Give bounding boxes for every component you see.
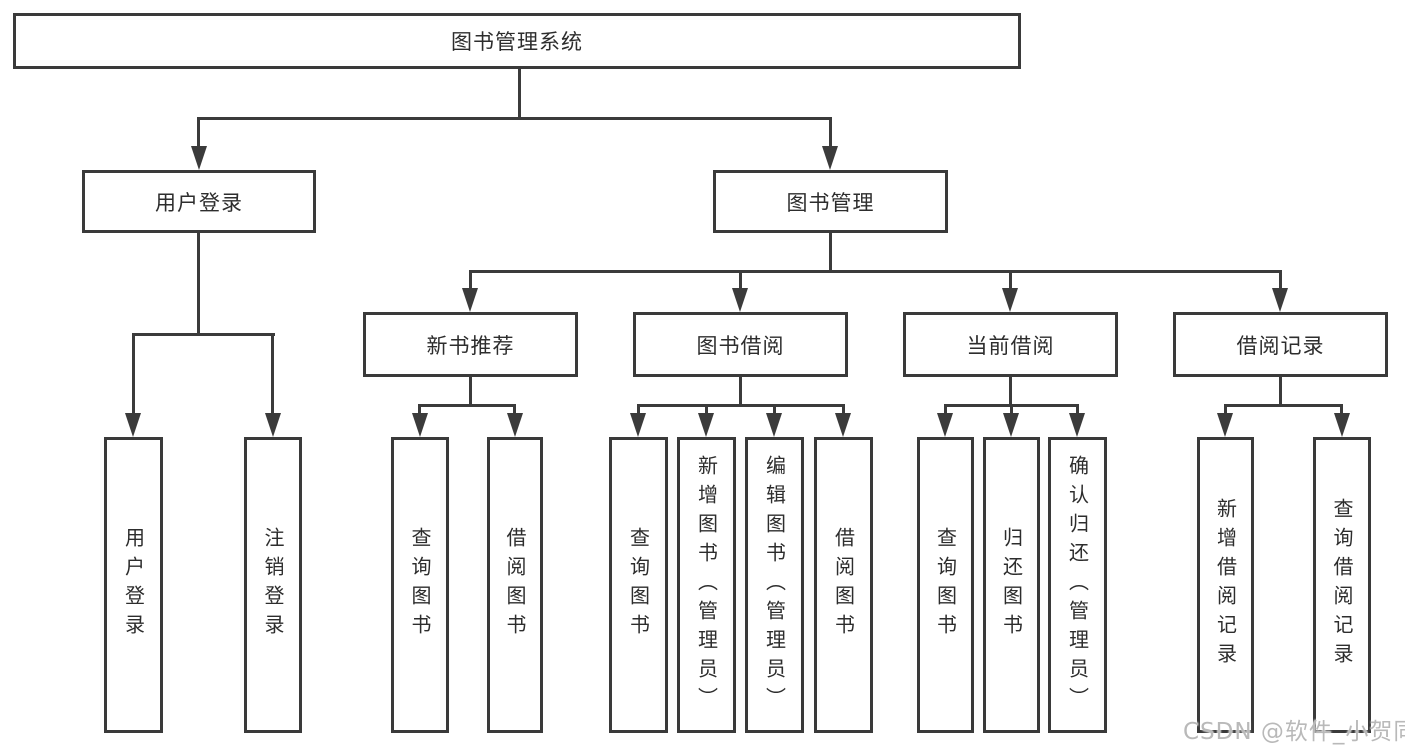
arrow-down-icon bbox=[937, 413, 953, 437]
node-label: 新书推荐 bbox=[426, 333, 515, 358]
leaf-logout: 注销登录 bbox=[244, 437, 302, 733]
arrow-down-icon bbox=[412, 413, 428, 437]
arrow-down-icon bbox=[191, 146, 207, 170]
arrow-down-icon bbox=[507, 413, 523, 437]
node-label: 用户登录 bbox=[155, 190, 243, 215]
connector-line bbox=[469, 270, 472, 290]
node-label: 图书管理系统 bbox=[451, 30, 583, 54]
leaf-query-books-borrow: 查询图书 bbox=[609, 437, 668, 733]
node-label: 归还图书 bbox=[999, 527, 1024, 643]
connector-line bbox=[705, 404, 708, 415]
arrow-down-icon bbox=[698, 413, 714, 437]
node-borrow-records: 借阅记录 bbox=[1173, 312, 1388, 377]
leaf-add-borrow-record: 新增借阅记录 bbox=[1197, 437, 1254, 733]
arrow-down-icon bbox=[1217, 413, 1233, 437]
connector-line bbox=[197, 117, 200, 150]
connector-line bbox=[1076, 404, 1079, 415]
node-label: 查询图书 bbox=[408, 527, 432, 643]
node-label: 新增图书（管理员） bbox=[694, 454, 719, 716]
node-label: 注销登录 bbox=[261, 527, 285, 643]
connector-line bbox=[418, 404, 421, 415]
node-label: 新增借阅记录 bbox=[1213, 498, 1238, 672]
node-label: 图书管理 bbox=[786, 190, 875, 215]
leaf-query-borrow-record: 查询借阅记录 bbox=[1313, 437, 1371, 733]
connector-line bbox=[197, 233, 200, 336]
node-label: 当前借阅 bbox=[966, 333, 1055, 358]
connector-line bbox=[513, 404, 516, 415]
connector-line bbox=[418, 404, 516, 407]
leaf-user-login: 用户登录 bbox=[104, 437, 163, 733]
connector-line bbox=[469, 377, 472, 407]
arrow-down-icon bbox=[125, 413, 141, 437]
connector-line bbox=[132, 333, 275, 336]
arrow-down-icon bbox=[1334, 413, 1350, 437]
connector-line bbox=[829, 233, 832, 273]
node-label: 用户登录 bbox=[121, 527, 146, 643]
csdn-watermark: CSDN @软件_小贺同学 bbox=[1183, 719, 1405, 745]
node-label: 编辑图书（管理员） bbox=[762, 454, 787, 716]
connector-line bbox=[739, 377, 742, 407]
leaf-borrow-books-recommend: 借阅图书 bbox=[487, 437, 543, 733]
connector-line bbox=[1224, 404, 1343, 407]
leaf-confirm-return-admin: 确认归还（管理员） bbox=[1048, 437, 1107, 733]
connector-line bbox=[829, 117, 832, 150]
node-label: 借阅记录 bbox=[1236, 333, 1325, 358]
arrow-down-icon bbox=[822, 146, 838, 170]
arrow-down-icon bbox=[1003, 413, 1019, 437]
arrow-down-icon bbox=[630, 413, 646, 437]
node-user-login: 用户登录 bbox=[82, 170, 316, 233]
arrow-down-icon bbox=[835, 413, 851, 437]
arrow-down-icon bbox=[732, 288, 748, 312]
connector-line bbox=[197, 117, 832, 120]
connector-line bbox=[1009, 377, 1012, 407]
connector-line bbox=[944, 404, 947, 415]
connector-line bbox=[1279, 377, 1282, 407]
leaf-return-books: 归还图书 bbox=[983, 437, 1040, 733]
connector-line bbox=[1279, 270, 1282, 290]
arrow-down-icon bbox=[1272, 288, 1288, 312]
node-label: 查询图书 bbox=[933, 527, 958, 643]
connector-line bbox=[271, 333, 274, 415]
node-label: 借阅图书 bbox=[831, 527, 856, 643]
arrow-down-icon bbox=[1069, 413, 1085, 437]
connector-line bbox=[842, 404, 845, 415]
connector-line bbox=[518, 69, 521, 120]
arrow-down-icon bbox=[462, 288, 478, 312]
leaf-borrow-books: 借阅图书 bbox=[814, 437, 873, 733]
connector-line bbox=[1009, 270, 1012, 290]
leaf-query-books-current: 查询图书 bbox=[917, 437, 974, 733]
arrow-down-icon bbox=[766, 413, 782, 437]
connector-line bbox=[469, 270, 1281, 273]
node-current-borrow: 当前借阅 bbox=[903, 312, 1118, 377]
connector-line bbox=[637, 404, 640, 415]
node-label: 确认归还（管理员） bbox=[1065, 454, 1090, 716]
connector-line bbox=[1340, 404, 1343, 415]
node-library-system: 图书管理系统 bbox=[13, 13, 1021, 69]
leaf-edit-books-admin: 编辑图书（管理员） bbox=[745, 437, 804, 733]
connector-line bbox=[1224, 404, 1227, 415]
connector-line bbox=[739, 270, 742, 290]
arrow-down-icon bbox=[265, 413, 281, 437]
leaf-add-books-admin: 新增图书（管理员） bbox=[677, 437, 736, 733]
node-new-book-recommend: 新书推荐 bbox=[363, 312, 578, 377]
node-book-management: 图书管理 bbox=[713, 170, 948, 233]
node-book-borrow: 图书借阅 bbox=[633, 312, 848, 377]
arrow-down-icon bbox=[1002, 288, 1018, 312]
connector-line bbox=[637, 404, 845, 407]
connector-line bbox=[1010, 404, 1013, 415]
leaf-query-books-recommend: 查询图书 bbox=[391, 437, 449, 733]
node-label: 查询图书 bbox=[626, 527, 651, 643]
node-label: 借阅图书 bbox=[503, 527, 527, 643]
connector-line bbox=[773, 404, 776, 415]
node-label: 查询借阅记录 bbox=[1330, 498, 1354, 672]
connector-line bbox=[132, 333, 135, 415]
node-label: 图书借阅 bbox=[696, 333, 785, 358]
